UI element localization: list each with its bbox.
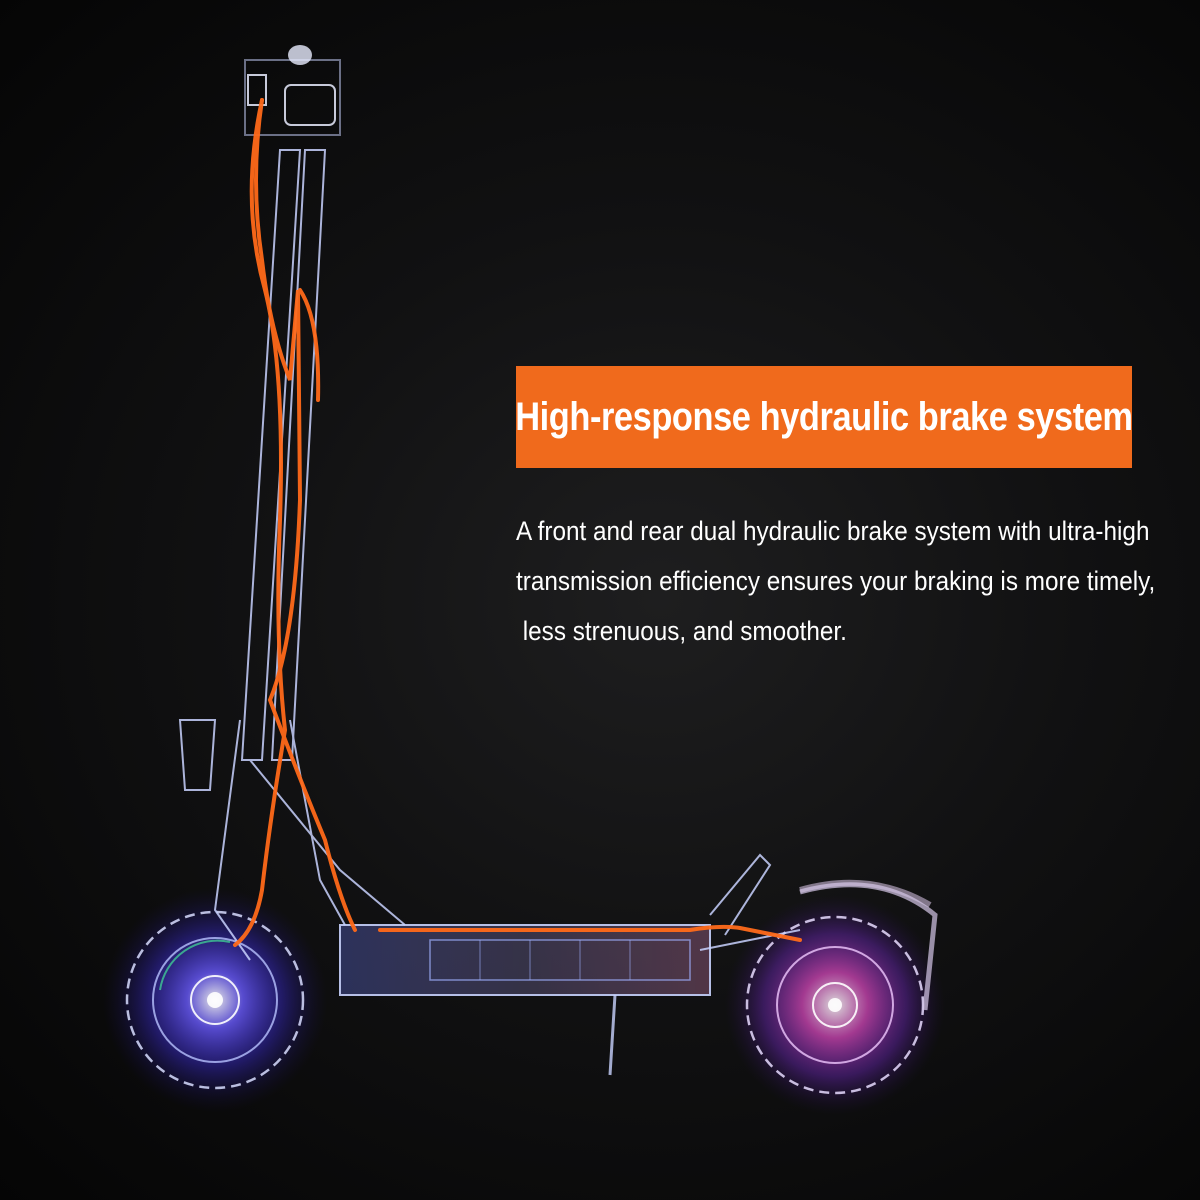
description-line: A front and rear dual hydraulic brake sy… [516, 516, 1150, 546]
feature-description: A front and rear dual hydraulic brake sy… [516, 506, 1186, 656]
front-wheel [103, 888, 327, 1112]
handlebar-controls [247, 45, 336, 126]
rear-fender [799, 882, 938, 1011]
feature-headline: High-response hydraulic brake system [515, 394, 1133, 439]
rear-wheel [725, 879, 945, 1115]
brake-lines [233, 98, 802, 947]
feature-headline-banner: High-response hydraulic brake system [515, 366, 1133, 468]
description-line: transmission efficiency ensures your bra… [516, 566, 1156, 596]
description-line: less strenuous, and smoother. [516, 616, 847, 646]
deck [339, 924, 711, 1076]
